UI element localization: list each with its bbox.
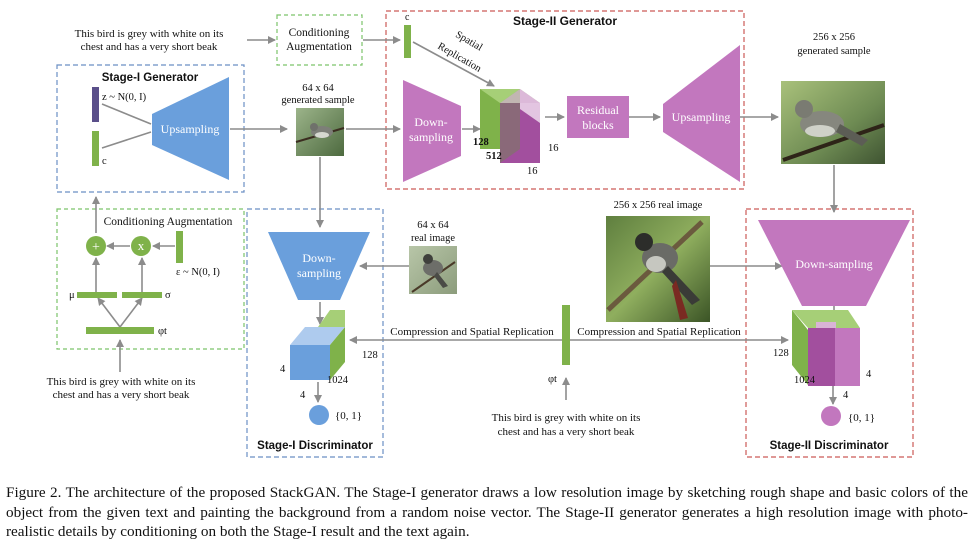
generated-sample-64-image — [295, 108, 345, 156]
stage2-output-label: {0, 1} — [848, 412, 875, 424]
stage2-generator-title: Stage-II Generator — [513, 14, 617, 28]
residual-blocks-line2: blocks — [582, 118, 614, 132]
text-description-center-line1: This bird is grey with white on its — [492, 412, 641, 424]
text-description-top-line1: This bird is grey with white on its — [75, 28, 224, 40]
sigma-bar — [122, 292, 162, 298]
stage1-downsampling-label-2: sampling — [297, 266, 341, 280]
phi-t-label-left: φt — [158, 326, 167, 337]
real-image-64 — [409, 246, 457, 294]
compression-label-right: Compression and Spatial Replication — [577, 326, 741, 338]
mu-label: μ — [69, 290, 75, 301]
d1-dim-4-bottom: 4 — [300, 390, 306, 401]
phi-t-bar-center — [562, 305, 570, 365]
stage2-disc-downsampling-label: Down-sampling — [795, 257, 872, 271]
figure-caption: Figure 2. The architecture of the propos… — [6, 484, 968, 540]
stage2-discriminator-title: Stage-II Discriminator — [770, 440, 889, 452]
stage2-generator-box — [385, 10, 745, 190]
stage1-upsampling-label: Upsampling — [161, 122, 220, 136]
stage2-feature-tensor — [480, 89, 540, 163]
noise-vector-bar — [92, 87, 99, 122]
gen-sample-256-line2: generated sample — [797, 46, 871, 57]
text-description-left-line1: This bird is grey with white on its — [47, 376, 196, 388]
stage2-output-node — [821, 406, 841, 426]
phi-t-bar — [86, 327, 154, 334]
epsilon-bar — [176, 231, 183, 263]
gen-sample-256-line1: 256 x 256 — [813, 32, 855, 43]
stage1-output-node — [309, 405, 329, 425]
d1-dim-128: 128 — [362, 350, 378, 361]
stage1-generator-title: Stage-I Generator — [102, 72, 199, 84]
stage2-upsampling-block — [663, 45, 740, 182]
real-256-label: 256 x 256 real image — [614, 200, 703, 211]
tensor-dim-128: 128 — [473, 137, 489, 148]
tensor-dim-16a: 16 — [548, 143, 559, 154]
tensor-dim-16b: 16 — [527, 166, 538, 177]
stage2-c-label: c — [405, 12, 410, 23]
cond-aug-bottom-title: Conditioning Augmentation — [104, 216, 233, 228]
real-image-256 — [606, 216, 710, 322]
d2-dim-1024: 1024 — [794, 375, 816, 386]
stage2-downsampling-block — [758, 220, 910, 306]
stage1-downsampling-block — [268, 232, 370, 300]
c-label: c — [102, 156, 107, 167]
plus-node — [86, 236, 106, 256]
stage1-downsampling-label-1: Down- — [302, 251, 335, 265]
d2-dim-4-right: 4 — [866, 369, 872, 380]
conditioning-augmentation-top-box — [276, 14, 363, 66]
sigma-label: σ — [165, 290, 171, 301]
gen-sample-64-line2: generated sample — [281, 95, 355, 106]
mu-bar — [77, 292, 117, 298]
residual-blocks-line1: Residual — [577, 103, 620, 117]
stage2-upsampling-label: Upsampling — [672, 110, 731, 124]
epsilon-label: ε ~ N(0, I) — [176, 267, 220, 278]
stage1-disc-tensor — [290, 310, 345, 380]
d1-dim-1024: 1024 — [327, 375, 349, 386]
text-description-left-line2: chest and has a very short beak — [53, 389, 190, 401]
stage2-disc-tensor — [792, 310, 860, 386]
z-label: z ~ N(0, I) — [102, 92, 147, 103]
cond-aug-top-line2: Augmentation — [286, 41, 352, 53]
phi-t-label-center: φt — [548, 374, 557, 385]
real-64-line1: 64 x 64 — [417, 220, 449, 231]
compression-label-left: Compression and Spatial Replication — [390, 326, 554, 338]
connection-arrows — [92, 36, 838, 405]
stage1-discriminator-box — [246, 208, 384, 458]
stage2-downsampling-label-2: sampling — [409, 130, 453, 144]
d1-dim-4-left: 4 — [280, 364, 286, 375]
stage1-output-label: {0, 1} — [335, 410, 362, 422]
d2-dim-4-bottom: 4 — [843, 390, 849, 401]
stage1-upsampling-block — [152, 77, 229, 180]
tensor-dim-512: 512 — [486, 151, 502, 162]
residual-blocks-box — [567, 96, 629, 138]
times-node — [131, 236, 151, 256]
stackgan-diagram: This bird is grey with white on its ches… — [47, 10, 914, 458]
gen-sample-64-line1: 64 x 64 — [302, 83, 334, 94]
stage2-c-bar — [404, 25, 411, 58]
stage2-downsampling-label-1: Down- — [414, 115, 447, 129]
condition-vector-bar — [92, 131, 99, 166]
text-description-center-line2: chest and has a very short beak — [498, 426, 635, 438]
times-symbol: x — [138, 238, 145, 253]
text-description-top-line2: chest and has a very short beak — [81, 41, 218, 53]
stage2-downsampling-block — [403, 80, 461, 182]
cond-aug-top-line1: Conditioning — [289, 27, 350, 39]
generated-sample-256-image — [781, 81, 885, 164]
plus-symbol: + — [92, 240, 100, 255]
stage2-discriminator-box — [745, 208, 914, 458]
conditioning-augmentation-bottom-box — [56, 208, 245, 350]
real-64-line2: real image — [411, 233, 455, 244]
stage1-discriminator-title: Stage-I Discriminator — [257, 440, 373, 452]
d2-dim-128: 128 — [773, 348, 789, 359]
